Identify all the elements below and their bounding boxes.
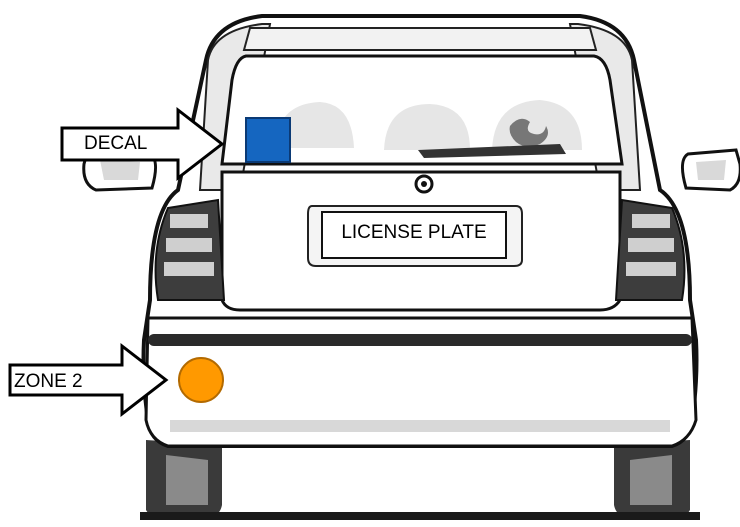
decal-marker — [245, 117, 291, 163]
tail-light-right — [614, 198, 686, 301]
right-wheel-shine — [630, 455, 672, 505]
rear-bumper — [144, 316, 698, 448]
window-sticker — [509, 118, 548, 147]
mirror-left-glass — [100, 160, 140, 180]
license-plate — [321, 211, 507, 259]
license-plate-label: LICENSE PLATE — [341, 222, 487, 243]
rear-wiper — [418, 144, 566, 158]
zone-marker — [178, 357, 224, 403]
rear-wheels — [140, 440, 700, 520]
zone-label: ZONE 2 — [14, 371, 83, 392]
zone-arrow — [8, 342, 169, 418]
left-wheel-shine — [166, 455, 208, 505]
headrest-center — [384, 104, 470, 150]
ground-shadow — [140, 512, 700, 520]
tail-light-left — [154, 198, 226, 301]
roof-spoiler — [242, 27, 598, 51]
brand-badge-center — [421, 181, 427, 187]
decal-label: DECAL — [84, 133, 148, 154]
decal-arrow — [60, 106, 225, 182]
bumper-lower-trim — [170, 420, 670, 432]
bumper-strip — [148, 334, 692, 346]
mirror-right-glass — [696, 160, 726, 180]
headrest-left — [276, 102, 354, 148]
